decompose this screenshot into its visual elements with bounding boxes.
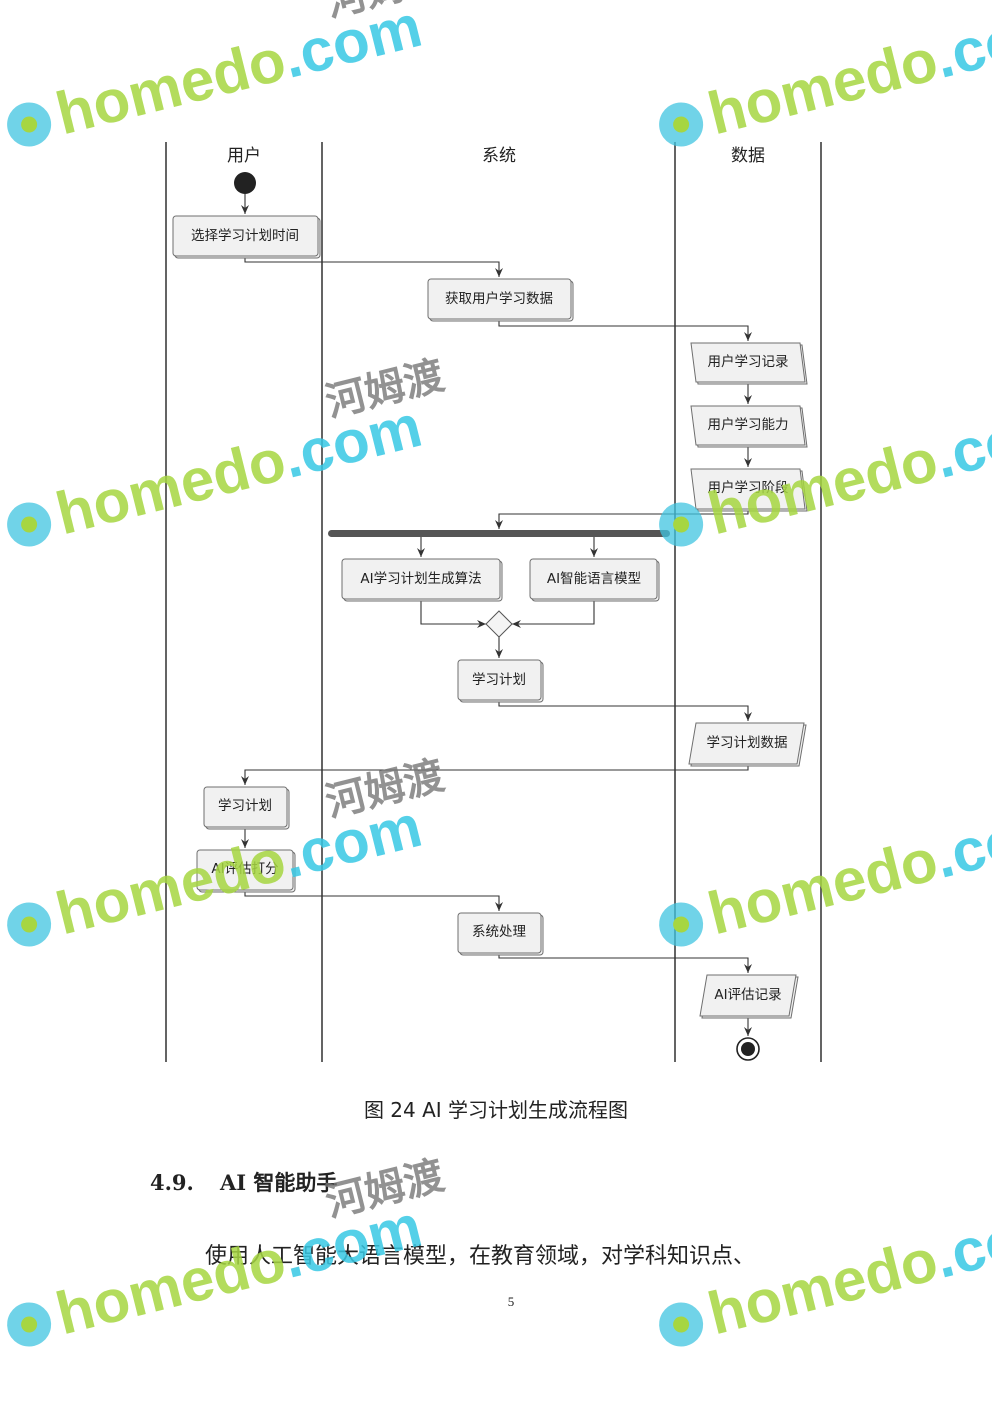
svg-text:AI评估记录: AI评估记录 (714, 987, 781, 1003)
data-study-plan: 学习计划数据 (688, 722, 807, 767)
watermark: homedo.com (659, 1192, 992, 1347)
svg-text:AI学习计划生成算法: AI学习计划生成算法 (360, 571, 481, 587)
svg-text:学习计划: 学习计划 (218, 798, 272, 814)
data-user-learning-stage: 用户学习阶段 (690, 468, 808, 512)
svg-text:学习计划: 学习计划 (472, 672, 526, 688)
figure-caption: 图 24 AI 学习计划生成流程图 (363, 1098, 629, 1122)
fork-bar (328, 530, 670, 537)
lane-title-system: 系统 (482, 146, 516, 166)
activity-get-user-data: 获取用户学习数据 (427, 278, 574, 322)
data-ai-score-record: AI评估记录 (699, 974, 799, 1019)
activity-diagram: 用户 系统 数据 选择学习计划时间 获 (165, 142, 822, 1062)
svg-text:系统处理: 系统处理 (472, 924, 526, 940)
activity-ai-score: AI评估打分 (196, 849, 296, 893)
svg-text:获取用户学习数据: 获取用户学习数据 (445, 290, 553, 307)
section-heading: 4.9. AI 智能助手 (150, 1167, 337, 1197)
svg-text:选择学习计划时间: 选择学习计划时间 (191, 228, 299, 244)
activity-study-plan-system: 学习计划 (457, 659, 544, 703)
section-number: 4.9. (150, 1170, 194, 1195)
svg-text:学习计划数据: 学习计划数据 (707, 735, 788, 751)
activity-ai-plan-algorithm: AI学习计划生成算法 (341, 558, 503, 602)
activity-system-process: 系统处理 (457, 912, 544, 956)
svg-text:用户学习记录: 用户学习记录 (708, 353, 789, 370)
start-node (234, 172, 256, 194)
activity-ai-language-model: AI智能语言模型 (529, 558, 660, 602)
svg-text:AI评估打分: AI评估打分 (211, 860, 278, 877)
page-number: 5 (507, 1294, 515, 1309)
merge-diamond (485, 610, 513, 638)
svg-text:用户学习阶段: 用户学习阶段 (708, 479, 789, 496)
svg-text:AI智能语言模型: AI智能语言模型 (547, 571, 641, 587)
data-user-learning-ability: 用户学习能力 (690, 405, 808, 448)
end-node (736, 1037, 760, 1061)
activity-study-plan-user: 学习计划 (203, 786, 290, 830)
section-title: AI 智能助手 (220, 1170, 338, 1195)
activity-choose-plan-time: 选择学习计划时间 (172, 215, 321, 259)
lane-title-data: 数据 (731, 146, 765, 166)
svg-text:河姆渡: 河姆渡 (321, 1153, 449, 1227)
body-paragraph: 使用人工智能大语言模型，在教育领域，对学科知识点、 (205, 1244, 756, 1269)
svg-text:用户学习能力: 用户学习能力 (708, 416, 789, 433)
lane-title-user: 用户 (227, 146, 261, 166)
data-user-learning-record: 用户学习记录 (690, 342, 808, 385)
